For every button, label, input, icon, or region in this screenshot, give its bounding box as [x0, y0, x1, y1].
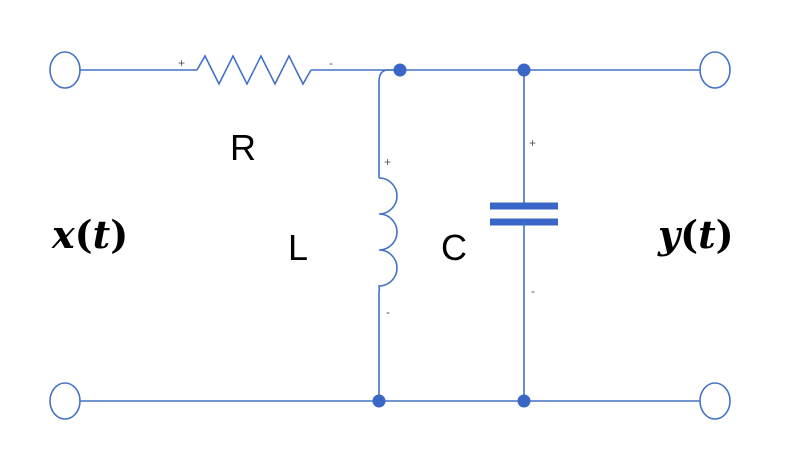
input-signal-name: x	[51, 212, 76, 257]
output-signal-name: y	[657, 212, 683, 257]
input-signal-open-paren: (	[75, 212, 93, 257]
output-signal-close-paren: )	[716, 212, 734, 257]
terminal-input-top	[49, 51, 81, 89]
input-signal-close-paren: )	[110, 212, 128, 257]
resistor-r	[196, 54, 312, 86]
inductor-minus-mark: -	[386, 305, 390, 319]
inductor-label: L	[288, 227, 308, 268]
capacitor-label: C	[441, 227, 467, 268]
output-signal-label: y(t)	[657, 212, 734, 257]
inductor-l	[378, 177, 398, 293]
resistor-label: R	[230, 127, 256, 168]
terminal-output-top	[699, 51, 731, 89]
resistor-minus-mark: -	[329, 56, 333, 70]
junction-node-bottom-left	[372, 394, 386, 408]
output-signal-open-paren: (	[680, 212, 698, 257]
junction-node-top-right	[517, 63, 531, 77]
terminal-output-bottom	[699, 382, 731, 420]
input-signal-label: x(t)	[51, 212, 128, 257]
resistor-plus-mark: +	[178, 56, 185, 70]
junction-node-bottom-right	[517, 394, 531, 408]
input-signal-argument: t	[93, 212, 111, 257]
junction-node-top-left	[393, 63, 407, 77]
inductor-plus-mark: +	[384, 155, 391, 169]
wire-inductor-top	[378, 69, 400, 178]
output-signal-argument: t	[698, 212, 716, 257]
capacitor-minus-mark: -	[531, 284, 535, 298]
capacitor-plus-mark: +	[529, 136, 536, 150]
terminal-input-bottom	[49, 382, 81, 420]
